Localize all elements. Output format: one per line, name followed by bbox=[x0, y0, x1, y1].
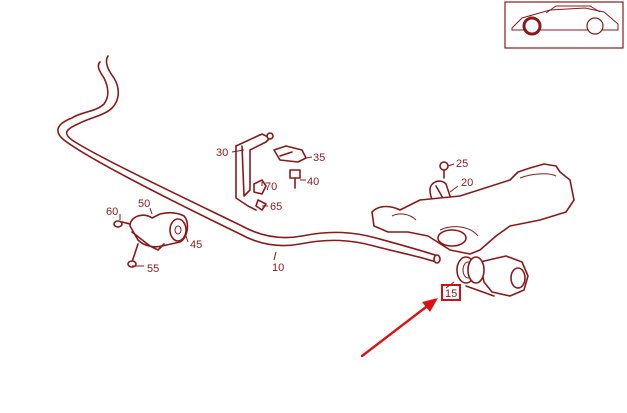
label-20[interactable]: 20 bbox=[461, 177, 473, 189]
label-35[interactable]: 35 bbox=[313, 152, 325, 164]
highlight-box bbox=[441, 284, 461, 301]
label-15[interactable]: 15 bbox=[445, 288, 457, 300]
label-60[interactable]: 60 bbox=[106, 206, 118, 218]
label-55[interactable]: 55 bbox=[147, 263, 159, 275]
label-30[interactable]: 30 bbox=[216, 147, 228, 159]
label-65[interactable]: 65 bbox=[270, 201, 282, 213]
bushing-15 bbox=[456, 255, 529, 297]
label-50[interactable]: 50 bbox=[138, 198, 150, 210]
label-45[interactable]: 45 bbox=[190, 239, 202, 251]
bracket-assembly bbox=[235, 132, 307, 211]
label-25[interactable]: 25 bbox=[456, 158, 468, 170]
bushing-assembly bbox=[113, 211, 189, 268]
car-side-icon bbox=[504, 1, 624, 49]
label-10[interactable]: 10 bbox=[272, 262, 284, 274]
label-70[interactable]: 70 bbox=[265, 181, 277, 193]
stabilizer-bar bbox=[57, 55, 441, 264]
label-40[interactable]: 40 bbox=[307, 176, 319, 188]
leader-lines bbox=[119, 149, 459, 289]
arrow-icon bbox=[360, 298, 438, 358]
control-arm bbox=[371, 163, 575, 255]
